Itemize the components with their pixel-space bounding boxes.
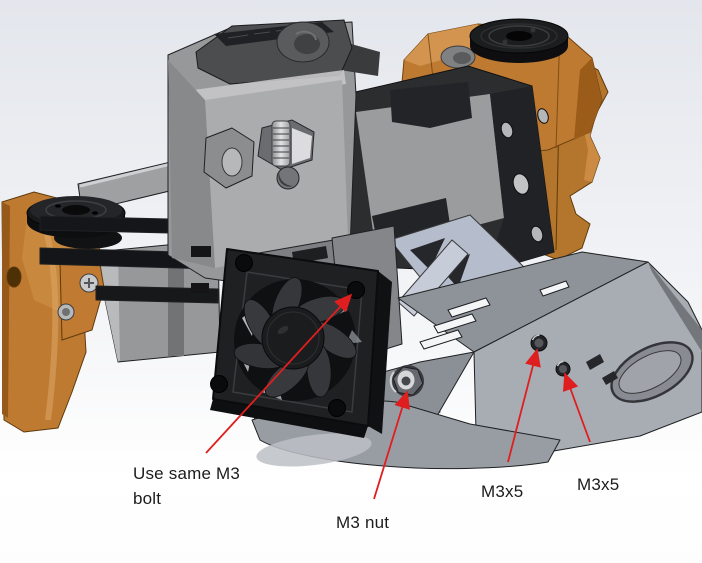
fan-mount-hole-bl xyxy=(210,375,228,393)
arrow-m3-nut xyxy=(373,390,410,500)
label-m3x5-right: M3x5 xyxy=(577,475,620,494)
carriage-screw-lower xyxy=(57,303,75,321)
drive-gear xyxy=(271,120,291,167)
extruder-body xyxy=(167,19,380,293)
belt-lower xyxy=(95,285,219,304)
filament-guide-knob xyxy=(276,21,330,63)
arrow-m3x5-left xyxy=(507,348,541,463)
label-use-same-m3-bolt: Use same M3 bolt xyxy=(133,461,240,511)
m3x5-screw-right xyxy=(555,360,571,377)
tension-hole xyxy=(276,166,300,190)
fan-hub xyxy=(261,306,325,370)
fan-mount-hole-tl xyxy=(235,254,253,272)
body-slot xyxy=(191,246,211,257)
callout-arrows xyxy=(205,293,591,500)
label-line: Use same M3 xyxy=(133,464,241,483)
duct-vent-slot xyxy=(447,297,491,318)
duct-outlet xyxy=(586,341,694,403)
body-slot xyxy=(191,283,209,293)
m3-nut-part xyxy=(389,365,424,397)
motor-hole xyxy=(537,108,549,124)
duct-vent-slot xyxy=(539,280,570,297)
duct-vent-slot xyxy=(433,313,477,334)
motor-shaft-hole xyxy=(512,173,530,195)
fan-mount-hole-br xyxy=(328,399,346,417)
carriage-hole xyxy=(6,266,22,288)
drive-gear-recess xyxy=(257,119,315,171)
carriage-screw-upper xyxy=(79,273,99,293)
m3x5-screw-left xyxy=(530,334,548,352)
label-m3-nut: M3 nut xyxy=(336,513,390,532)
label-line: bolt xyxy=(133,489,162,508)
motor-pulley xyxy=(469,18,569,63)
motor-hole xyxy=(530,225,544,243)
label-m3x5-left: M3x5 xyxy=(481,482,524,501)
rod-end xyxy=(221,147,243,177)
motor-hole xyxy=(500,121,514,139)
duct-vent-slot xyxy=(419,329,463,350)
arrow-use-same-m3-bolt xyxy=(205,293,353,454)
arrow-m3x5-right xyxy=(562,372,591,443)
cooling-fan xyxy=(210,248,392,438)
